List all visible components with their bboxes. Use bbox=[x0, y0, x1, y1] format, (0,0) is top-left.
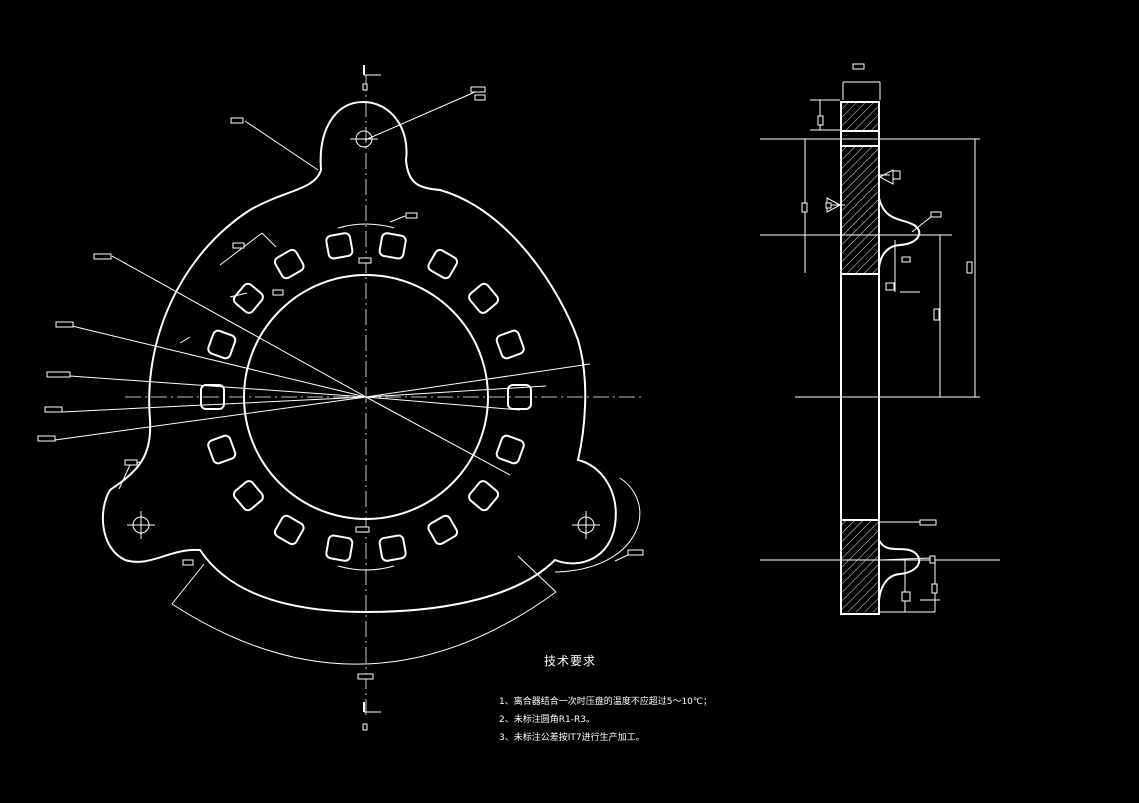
cooling-slot bbox=[495, 434, 525, 465]
technical-requirement-item: 3、未标注公差按IT7进行生产加工。 bbox=[499, 733, 645, 743]
cooling-slot bbox=[200, 384, 225, 410]
cooling-slot bbox=[207, 434, 237, 465]
section-extension-lines bbox=[760, 99, 1000, 613]
section-leader-lines bbox=[826, 169, 933, 561]
dimension-arc-right-lug bbox=[554, 477, 641, 573]
section-marker-top bbox=[362, 65, 381, 91]
cooling-slot bbox=[273, 248, 305, 280]
dimension-arc-bottom-ext-right bbox=[517, 555, 557, 593]
cooling-slot bbox=[468, 282, 500, 314]
cooling-slot bbox=[507, 384, 532, 410]
technical-requirement-item: 1、离合器结合一次时压盘的温度不应超过5～10℃； bbox=[499, 697, 713, 707]
cooling-slot bbox=[273, 514, 305, 546]
cooling-slot bbox=[427, 514, 459, 546]
dimension-arc-lower-slot bbox=[337, 565, 395, 571]
cooling-slot bbox=[232, 282, 264, 314]
cooling-slot bbox=[325, 232, 354, 260]
technical-requirements-title: 技术要求 bbox=[544, 654, 597, 668]
dimension-labels bbox=[37, 86, 644, 680]
cooling-slot bbox=[427, 248, 459, 280]
section-body-outline bbox=[840, 101, 921, 615]
section-dimension-labels bbox=[801, 63, 973, 602]
cooling-slot bbox=[378, 232, 407, 260]
dimension-arc-bottom-ext-left bbox=[171, 563, 205, 605]
cooling-slot bbox=[495, 329, 525, 360]
section-hatching bbox=[841, 103, 879, 612]
section-dimension-lines bbox=[804, 81, 976, 612]
cooling-slot bbox=[232, 480, 264, 512]
dimension-arc-upper-slot bbox=[337, 223, 395, 229]
cooling-slot bbox=[207, 329, 237, 360]
technical-requirement-item: 2、未标注圆角R1-R3。 bbox=[499, 715, 595, 725]
leader-lines bbox=[54, 91, 631, 562]
section-marker-bottom bbox=[362, 702, 381, 731]
dimension-arc-bottom bbox=[171, 591, 557, 665]
inner-bore bbox=[243, 274, 489, 520]
outer-contour-with-lugs bbox=[101, 100, 617, 614]
section-view bbox=[760, 63, 1000, 615]
technical-requirements-list: 1、离合器结合一次时压盘的温度不应超过5～10℃； 2、未标注圆角R1-R3。 … bbox=[499, 693, 712, 747]
bolt-hole-crosshairs bbox=[127, 138, 600, 539]
cooling-slot bbox=[468, 480, 500, 512]
cooling-slot bbox=[325, 534, 354, 562]
cooling-slot-ring bbox=[200, 232, 532, 562]
cooling-slot bbox=[378, 534, 407, 562]
front-view bbox=[37, 65, 645, 731]
